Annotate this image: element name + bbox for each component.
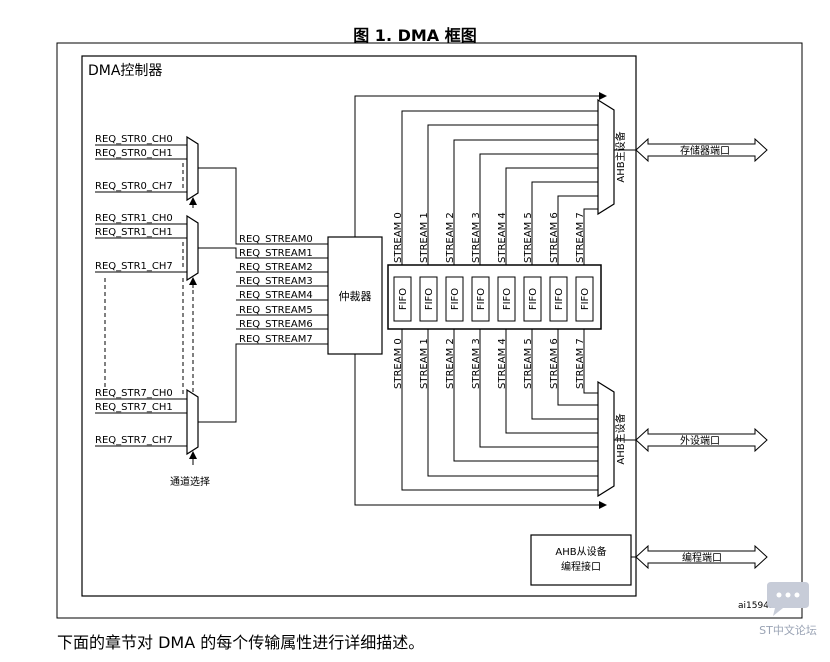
outer-frame (56, 42, 803, 619)
svg-text:STREAM 5: STREAM 5 (523, 338, 534, 389)
req-str0-ch7: REQ_STR0_CH7 (95, 181, 173, 192)
svg-text:FIFO: FIFO (476, 288, 487, 310)
svg-text:STREAM 1: STREAM 1 (419, 338, 430, 389)
svg-text:STREAM 4: STREAM 4 (497, 338, 508, 389)
req-stream-7: REQ_STREAM7 (239, 334, 313, 345)
svg-text:STREAM 6: STREAM 6 (549, 338, 560, 389)
svg-text:STREAM 6: STREAM 6 (549, 212, 560, 263)
program-port-arrow (635, 544, 768, 570)
ahb-slave-box (530, 534, 632, 586)
fifo-box (549, 276, 568, 322)
mux-str1 (186, 214, 199, 282)
req-stream-2: REQ_STREAM2 (239, 262, 313, 273)
svg-text:STREAM 7: STREAM 7 (575, 212, 586, 263)
ahb-master-bottom-label: AHB主设备 (614, 413, 627, 464)
watermark-text: ST中文论坛 (759, 624, 817, 637)
memory-port-label: 存储器端口 (680, 144, 730, 157)
svg-text:STREAM 3: STREAM 3 (471, 212, 482, 263)
req-str0-ch0: REQ_STR0_CH0 (95, 134, 173, 145)
program-port-label: 编程端口 (682, 551, 722, 564)
request-input-labels: REQ_STR0_CH0 REQ_STR0_CH1 REQ_STR0_CH7 R… (95, 134, 173, 446)
svg-text:STREAM 4: STREAM 4 (497, 212, 508, 263)
fifo-box (523, 276, 542, 322)
stream-labels-bottom: STREAM 0 STREAM 1 STREAM 2 STREAM 3 STRE… (393, 338, 586, 389)
svg-text:STREAM 0: STREAM 0 (393, 212, 404, 263)
ahb-master-top (597, 98, 615, 216)
svg-text:STREAM 0: STREAM 0 (393, 338, 404, 389)
chat-bubble-icon (767, 582, 809, 616)
figure-caption: 下面的章节对 DMA 的每个传输属性进行详细描述。 (57, 633, 425, 652)
svg-text:STREAM 2: STREAM 2 (445, 212, 456, 263)
svg-text:STREAM 3: STREAM 3 (471, 338, 482, 389)
mux-str7 (186, 388, 199, 456)
mux-str0 (186, 135, 199, 202)
svg-text:FIFO: FIFO (450, 288, 461, 310)
memory-port-arrow (635, 137, 768, 163)
svg-text:FIFO: FIFO (554, 288, 565, 310)
fifo-box (497, 276, 516, 322)
svg-text:STREAM 2: STREAM 2 (445, 338, 456, 389)
controller-label: DMA控制器 (88, 63, 162, 79)
svg-text:FIFO: FIFO (528, 288, 539, 310)
channel-select-label: 通道选择 (170, 475, 210, 488)
req-stream-4: REQ_STREAM4 (239, 290, 313, 301)
svg-text:FIFO: FIFO (398, 288, 409, 310)
req-stream-5: REQ_STREAM5 (239, 305, 313, 316)
svg-text:FIFO: FIFO (424, 288, 435, 310)
figure-id-code: ai15945 (738, 601, 775, 611)
arbiter-label: 仲裁器 (339, 289, 372, 303)
req-stream-0: REQ_STREAM0 (239, 234, 313, 245)
svg-text:FIFO: FIFO (580, 288, 591, 310)
req-stream-lines (236, 243, 328, 345)
svg-text:FIFO: FIFO (502, 288, 513, 310)
svg-text:STREAM 7: STREAM 7 (575, 338, 586, 389)
ahb-slave-line2: 编程接口 (561, 560, 601, 573)
dma-controller-frame (81, 55, 637, 597)
fifo-box (419, 276, 438, 322)
dashed-continuation (104, 163, 194, 395)
req-str0-ch1: REQ_STR0_CH1 (95, 148, 173, 159)
svg-text:STREAM 5: STREAM 5 (523, 212, 534, 263)
ahb-master-bottom (597, 380, 615, 498)
fifo-box (575, 276, 594, 322)
peripheral-port-arrow (635, 427, 768, 453)
req-stream-labels: REQ_STREAM0 REQ_STREAM1 REQ_STREAM2 REQ_… (239, 234, 313, 345)
req-stream-1: REQ_STREAM1 (239, 248, 313, 259)
fifo-labels: FIFO FIFO FIFO FIFO FIFO FIFO FIFO FIFO (398, 288, 591, 310)
ahb-master-top-label: AHB主设备 (614, 131, 627, 182)
arbiter-control-lines (354, 92, 607, 509)
ahb-slave-line1: AHB从设备 (555, 545, 606, 558)
watermark: ST中文论坛 (754, 578, 822, 638)
req-str1-ch0: REQ_STR1_CH0 (95, 213, 173, 224)
stream-lines-bottom (401, 329, 607, 494)
req-stream-6: REQ_STREAM6 (239, 319, 313, 330)
arbiter-box (327, 236, 383, 355)
req-str7-ch1: REQ_STR7_CH1 (95, 402, 173, 413)
request-input-lines (95, 144, 187, 447)
stream-lines-top (401, 107, 607, 265)
channel-muxes (186, 135, 199, 456)
fifo-box (471, 276, 490, 322)
port-links (614, 149, 636, 558)
peripheral-port-label: 外设端口 (680, 434, 720, 447)
stream-labels-top: STREAM 0 STREAM 1 STREAM 2 STREAM 3 STRE… (393, 212, 586, 263)
req-str7-ch0: REQ_STR7_CH0 (95, 388, 173, 399)
req-stream-3: REQ_STREAM3 (239, 276, 313, 287)
svg-text:STREAM 1: STREAM 1 (419, 212, 430, 263)
fifo-box (393, 276, 412, 322)
req-str1-ch1: REQ_STR1_CH1 (95, 227, 173, 238)
req-str7-ch7: REQ_STR7_CH7 (95, 435, 173, 446)
fifo-box (445, 276, 464, 322)
figure-title: 图 1. DMA 框图 (353, 26, 477, 45)
req-str1-ch7: REQ_STR1_CH7 (95, 261, 173, 272)
fifo-cells (393, 276, 594, 322)
